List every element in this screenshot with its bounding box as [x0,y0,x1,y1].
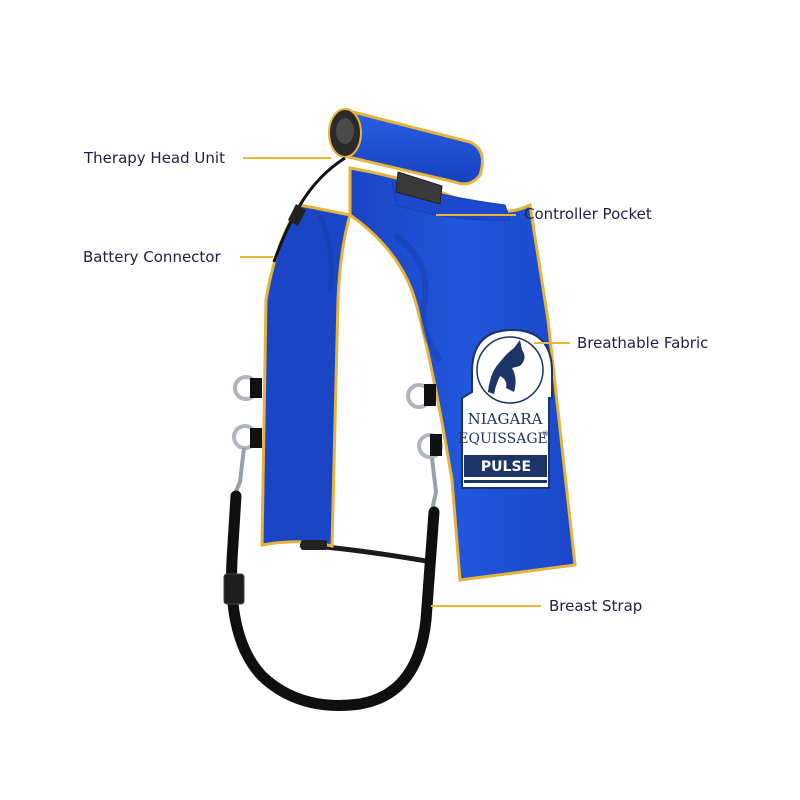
battery-cable [272,156,346,263]
logo-pulse-text: PULSE [481,459,531,475]
label-controller-pocket: Controller Pocket [524,205,652,223]
strap-loop [424,384,436,406]
strap-loop [430,434,442,456]
horse-emblem-icon [488,340,525,394]
blanket-fold [317,214,334,291]
logo-brand-line2: EQUISSAGE [458,431,547,447]
snap-clip [232,447,246,497]
strap-loop [250,378,262,398]
leader-breathable-fabric [534,342,570,344]
leader-therapy-head-unit [243,157,331,159]
label-breast-strap: Breast Strap [549,597,643,615]
battery-connector [288,204,306,226]
brand-logo: NIAGARA EQUISSAGE ® PULSE [458,328,553,489]
breast-strap [226,490,440,711]
strap-buckle [223,573,245,605]
label-battery-connector: Battery Connector [83,248,221,266]
speaker-grille [336,118,354,144]
logo-stripe [464,480,547,483]
logo-registered-mark: ® [542,430,549,438]
strap-buckle [301,540,327,550]
leader-controller-pocket [436,214,516,216]
strap-loop [250,428,262,448]
logo-pulse-band [464,455,547,477]
therapy-head-roll [338,108,484,186]
leader-battery-connector [240,256,273,258]
label-breathable-fabric: Breathable Fabric [577,334,709,352]
blanket-fold [393,232,443,362]
logo-brand-line1: NIAGARA [468,410,543,428]
controller-device [395,171,443,205]
leader-breast-strap [431,605,541,607]
snap-clip [430,457,439,511]
label-therapy-head-unit: Therapy Head Unit [84,149,225,167]
